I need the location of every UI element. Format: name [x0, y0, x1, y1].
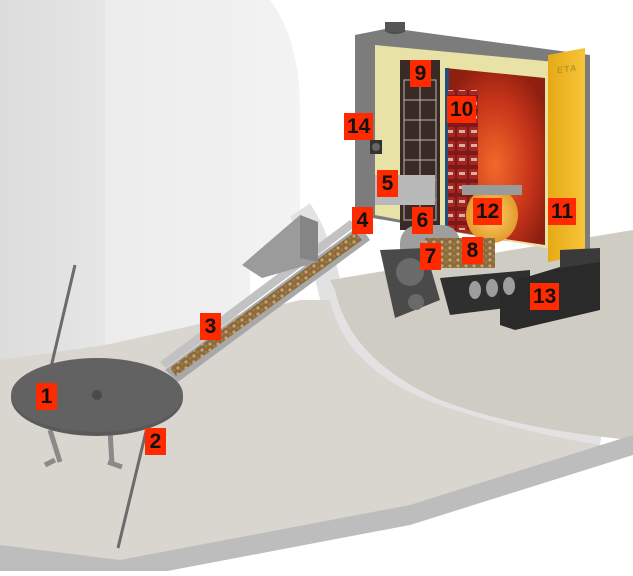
label-badge-6[interactable]: 6 — [412, 207, 433, 234]
agitator — [11, 264, 183, 549]
label-badge-4[interactable]: 4 — [352, 207, 373, 234]
label-badge-14[interactable]: 14 — [344, 113, 374, 140]
label-badge-2[interactable]: 2 — [145, 428, 166, 455]
label-badge-8[interactable]: 8 — [462, 237, 483, 264]
label-badge-13[interactable]: 13 — [530, 283, 560, 310]
label-badge-1[interactable]: 1 — [36, 383, 57, 410]
label-badge-7[interactable]: 7 — [420, 243, 441, 270]
label-badge-12[interactable]: 12 — [473, 198, 503, 225]
label-badge-10[interactable]: 10 — [447, 96, 477, 123]
label-badge-9[interactable]: 9 — [410, 60, 431, 87]
label-badge-11[interactable]: 11 — [548, 198, 577, 225]
label-badge-3[interactable]: 3 — [200, 313, 221, 340]
label-badge-5[interactable]: 5 — [377, 170, 398, 197]
